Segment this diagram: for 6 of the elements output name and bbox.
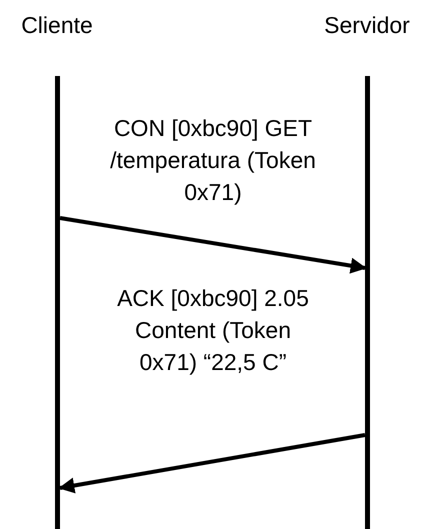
- message-arrow: [58, 433, 366, 494]
- participant-label: Cliente: [21, 12, 93, 39]
- message-arrow: [60, 216, 367, 274]
- message-label: ACK [0xbc90] 2.05 Content (Token 0x71) “22,5 C”: [116, 284, 310, 377]
- message-label: CON [0xbc90] GET /temperatura (Token 0x71): [109, 114, 317, 207]
- participant-label: Servidor: [324, 12, 410, 39]
